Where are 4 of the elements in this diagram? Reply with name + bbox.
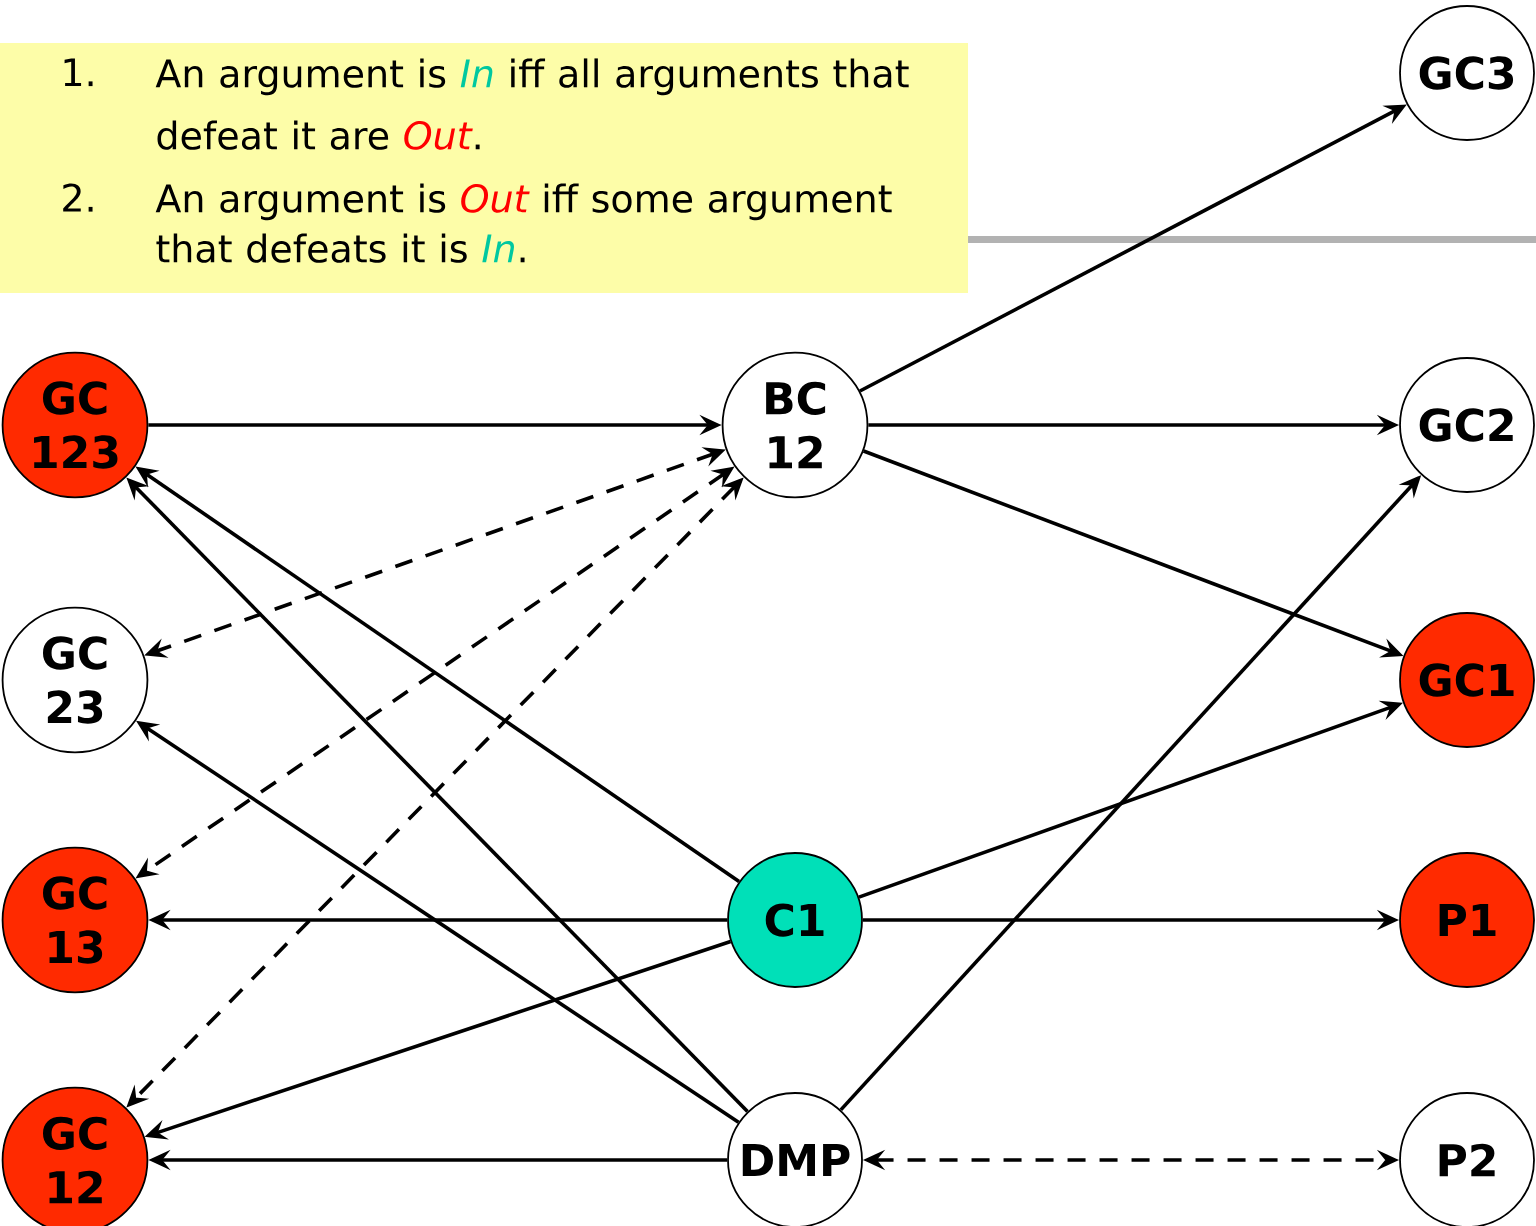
list-number: 2. xyxy=(63,183,93,212)
list-number: 1. xyxy=(64,58,93,87)
list-item-text: An argument is In iff all arguments that defeat it are Out. xyxy=(155,58,909,150)
list-item-text: An argument is Out iff some argument that defeats it is In. xyxy=(155,183,892,263)
